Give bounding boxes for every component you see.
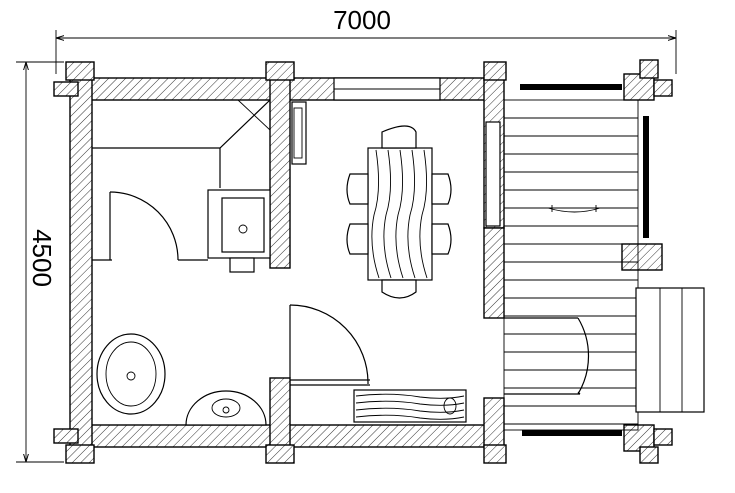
chair <box>431 223 452 255</box>
steam-room <box>92 99 271 273</box>
sink <box>185 390 267 426</box>
porch-deck <box>503 99 639 431</box>
porch-door <box>504 317 590 395</box>
right-room-wall-lower <box>483 227 505 319</box>
walls <box>53 59 673 464</box>
right-room-wall-bottom <box>483 397 505 448</box>
dining-table <box>367 147 433 281</box>
depth-dimension-label: 4500 <box>27 229 57 287</box>
windows <box>333 77 649 436</box>
wall-bench <box>291 101 307 165</box>
chair <box>346 173 369 205</box>
chair <box>381 125 417 149</box>
width-dimension-label: 7000 <box>333 5 391 35</box>
partition-wall <box>269 77 291 269</box>
chair <box>346 223 369 255</box>
left-wall <box>69 77 93 448</box>
tub <box>96 333 166 415</box>
partition-wall-bottom <box>269 377 291 448</box>
chair <box>431 173 452 205</box>
width-dimension: 7000 <box>55 5 677 74</box>
depth-dimension: 4500 <box>16 61 64 463</box>
lounge <box>289 101 467 423</box>
washroom <box>96 333 267 426</box>
chair <box>381 279 417 299</box>
porch-post-right <box>621 243 663 271</box>
right-room-window <box>485 121 501 227</box>
porch-steps <box>635 287 705 413</box>
